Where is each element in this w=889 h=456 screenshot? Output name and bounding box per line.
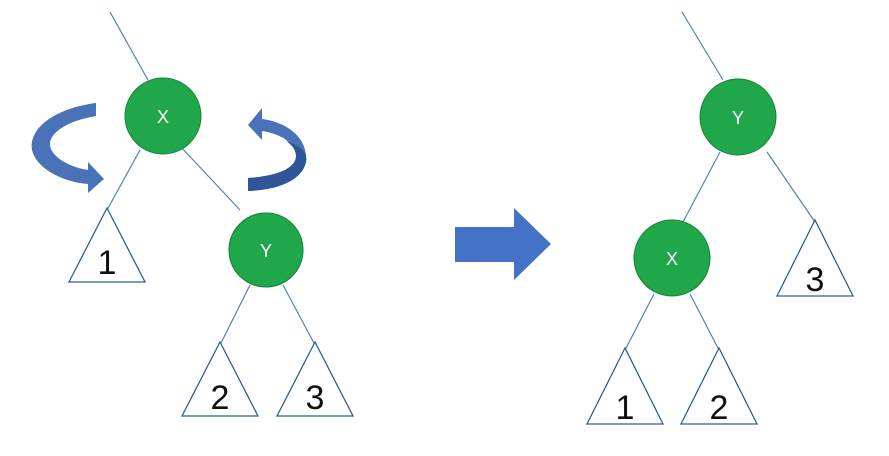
edge-y-to-x (682, 151, 721, 223)
subtree-2-label: 2 (211, 379, 230, 417)
edge-y-to-subtree-2 (219, 284, 251, 346)
edge-x-to-y (180, 146, 241, 211)
node-x-label: X (666, 249, 678, 269)
before-tree: 1 2 3 X Y (67, 11, 355, 417)
edge-x-to-subtree-2 (689, 293, 720, 351)
subtree-1-triangle (585, 346, 665, 425)
subtree-1-label: 1 (98, 244, 117, 282)
subtree-2-triangle (679, 346, 759, 425)
subtree-3-label: 3 (306, 379, 325, 417)
edge-parent-to-x (109, 11, 149, 81)
node-y-label: Y (732, 108, 744, 128)
curved-arrow-counterclockwise-icon (31, 103, 105, 193)
edge-x-to-subtree-1 (624, 293, 655, 351)
right-arrow-icon (455, 208, 551, 280)
subtree-3-triangle (275, 340, 355, 417)
node-y (228, 212, 304, 288)
after-tree: 3 1 2 Y X (585, 11, 855, 427)
edge-parent-to-y (681, 11, 724, 81)
subtree-1-triangle (67, 206, 147, 283)
subtree-3-label: 3 (806, 261, 825, 299)
subtree-2-triangle (180, 340, 260, 417)
node-x-label: X (157, 107, 169, 127)
subtree-3-triangle (775, 218, 855, 297)
subtree-2-label: 2 (710, 389, 729, 427)
subtree-1-label: 1 (616, 389, 635, 427)
edge-y-to-subtree-3 (766, 151, 816, 223)
node-x (124, 77, 202, 155)
node-y (699, 78, 777, 156)
curved-arrow-clockwise-icon (248, 108, 307, 191)
edge-y-to-subtree-3 (282, 284, 316, 346)
edge-x-to-subtree-1 (106, 149, 141, 211)
node-x (633, 219, 711, 297)
node-y-label: Y (260, 241, 272, 261)
